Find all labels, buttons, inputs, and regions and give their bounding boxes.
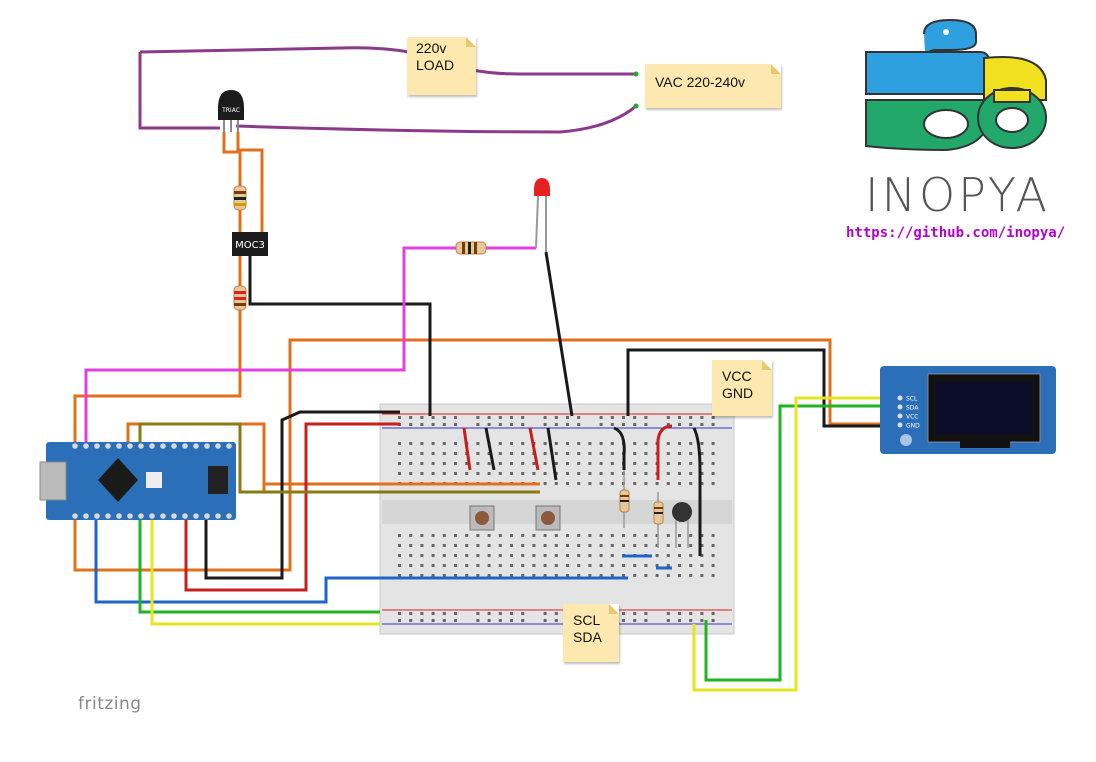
triac-label: TRIAC [221,107,240,114]
note-220v-load: 220v LOAD [407,37,476,95]
oled-display: SCL SDA VCC GND [880,366,1056,454]
note-scl-sda: SCL SDA [563,604,619,662]
black-wiring [204,251,900,580]
resistor-triac-gate [233,185,247,211]
resistor-moc-input [233,285,247,311]
led-red [534,178,550,252]
note-vcc-gnd: VCC GND [712,360,772,416]
brand-name: INOPYA [865,168,1050,222]
orange-wiring [73,132,900,572]
mains-connector [633,71,639,77]
transistor [672,502,692,548]
mains-wiring [138,46,637,134]
resistor-breadboard-2 [653,492,664,548]
mains-connector [633,103,639,109]
optocoupler-label: MOC3 [235,240,265,251]
mains-wire-left [138,52,220,130]
olive-wire [138,422,540,494]
breadboard-jumpers [484,426,702,556]
green-wiring [138,404,900,682]
pink-wiring [84,246,536,446]
note-vac: VAC 220-240v [645,64,781,108]
red-wiring [184,422,673,592]
resistor-breadboard-1 [619,470,630,528]
inopya-logo [865,18,1047,152]
yellow-wiring [150,396,900,692]
brand-url-link[interactable]: https://github.com/inopya/ [846,225,1066,241]
optocoupler-moc3: MOC3 [232,232,268,256]
oled-pin-label: SCL [906,396,918,403]
pushbutton-1 [469,505,495,531]
resistor-led [455,241,487,255]
mains-wire-bottom [235,104,637,134]
oled-pin-label: VCC [906,414,918,421]
arduino-nano [39,442,236,520]
fritzing-watermark: fritzing [78,694,142,714]
oled-pin-label: GND [906,423,920,430]
mains-wire-top [139,46,636,76]
oled-pin-label: SDA [906,405,919,412]
triac: TRIAC [218,90,244,132]
pushbutton-2 [535,505,561,531]
blue-wiring [94,516,672,604]
